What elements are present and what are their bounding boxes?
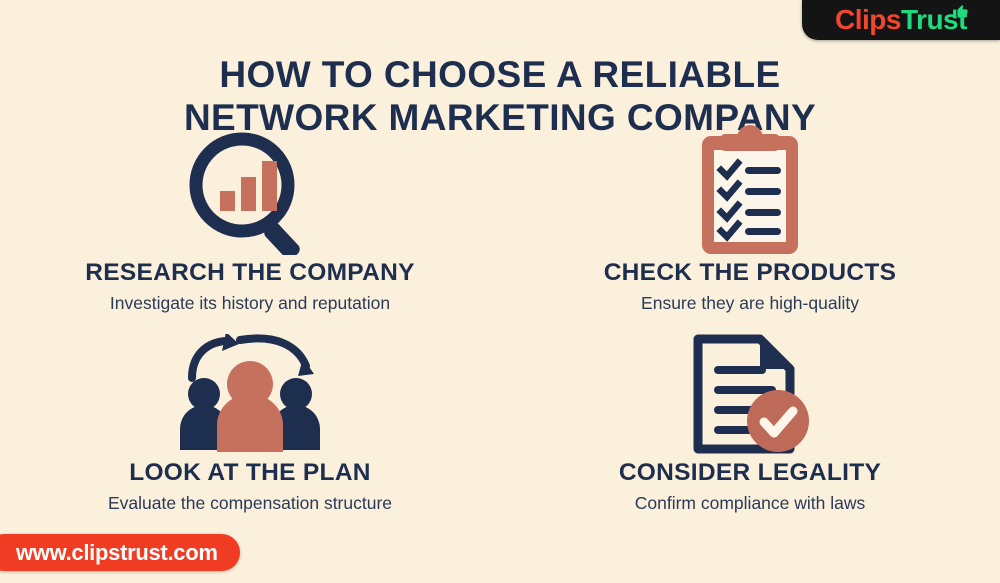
step-card-title: LOOK AT THE PLAN [129,459,371,486]
step-card-subtitle: Investigate its history and reputation [109,292,391,313]
website-url-text: www.clipstrust.com [16,539,218,565]
step-card-consider-legality: CONSIDER LEGALITY Confirm compliance wit… [500,332,1000,536]
logo-text-clips: Clips [835,4,901,35]
step-card-title: RESEARCH THE COMPANY [85,259,415,286]
logo-text-trust: Trust [901,4,967,35]
step-card-title: CONSIDER LEGALITY [618,459,882,486]
document-check-icon [684,332,816,456]
page-title: HOW TO CHOOSE A RELIABLE NETWORK MARKETI… [0,53,1000,140]
people-group-arrows-icon [174,332,326,456]
logo-wordmark: ClipsTrust [835,4,968,35]
clipboard-checklist-icon [688,125,812,256]
step-card-look-at-the-plan: LOOK AT THE PLAN Evaluate the compensati… [0,332,500,536]
step-card-subtitle: Ensure they are high-quality [641,292,859,313]
thumbs-up-icon [953,4,968,18]
website-url-banner[interactable]: www.clipstrust.com [0,534,240,571]
step-card-subtitle: Confirm compliance with laws [634,492,866,513]
step-card-title: CHECK THE PRODUCTS [603,259,897,286]
page-title-line-1: HOW TO CHOOSE A RELIABLE [219,53,781,95]
steps-grid: RESEARCH THE COMPANY Investigate its his… [0,125,1000,536]
step-card-check-the-products: CHECK THE PRODUCTS Ensure they are high-… [500,125,1000,332]
step-card-subtitle: Evaluate the compensation structure [107,492,393,513]
page-title-line-2: NETWORK MARKETING COMPANY [183,97,817,139]
step-card-research-the-company: RESEARCH THE COMPANY Investigate its his… [0,128,500,332]
clipstrust-logo-badge[interactable]: ClipsTrust [802,0,1000,40]
magnifier-bar-chart-icon [185,128,315,256]
